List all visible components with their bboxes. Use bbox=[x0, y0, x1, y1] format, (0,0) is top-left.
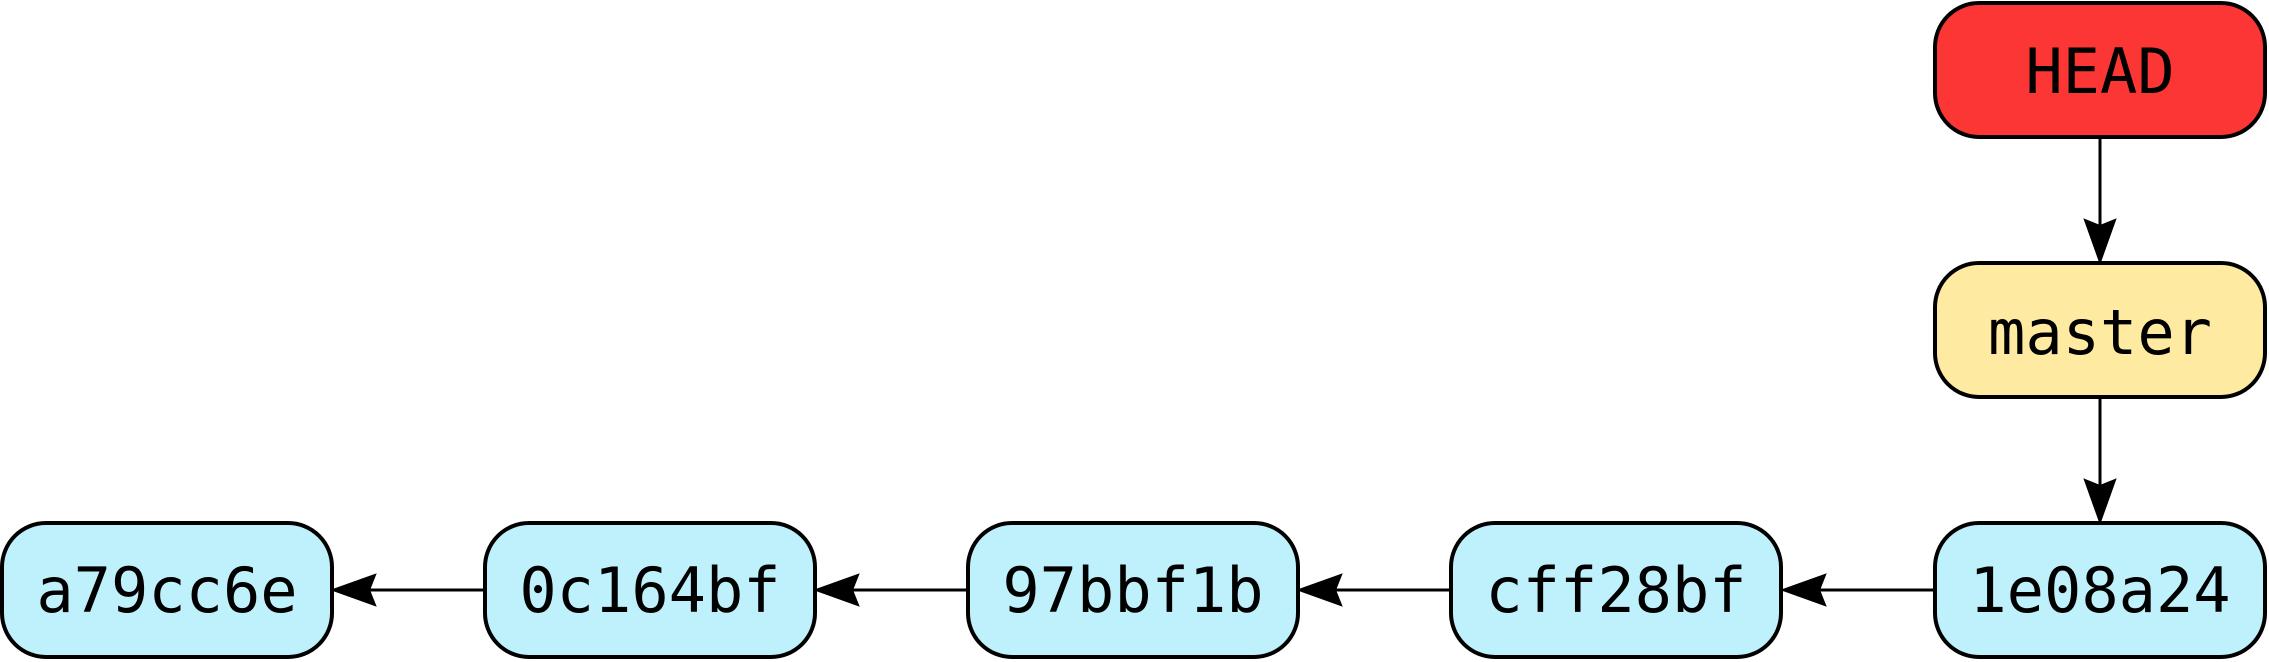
arrow-head bbox=[2083, 218, 2117, 265]
head-box bbox=[1933, 1, 2267, 139]
commit-node: cff28bf bbox=[1449, 521, 1783, 659]
edge-cff28bf-to-97bbf1b bbox=[1296, 573, 1451, 607]
commit-node: 0c164bf bbox=[483, 521, 817, 659]
arrow-head bbox=[1780, 573, 1827, 607]
branch-node-master: master bbox=[1933, 261, 2267, 399]
head-node: HEAD bbox=[1933, 1, 2267, 139]
arrow-head bbox=[1296, 573, 1343, 607]
commit-box bbox=[0, 521, 334, 659]
commit-label: cff28bf bbox=[1485, 554, 1746, 627]
commit-box bbox=[1933, 521, 2267, 659]
commit-box bbox=[1449, 521, 1783, 659]
commit-label: 0c164bf bbox=[519, 554, 780, 627]
commit-label: 97bbf1b bbox=[1002, 554, 1263, 627]
commit-label: a79cc6e bbox=[36, 554, 297, 627]
edge-97bbf1b-to-0c164bf bbox=[813, 573, 968, 607]
branch-box bbox=[1933, 261, 2267, 399]
commit-box bbox=[966, 521, 1300, 659]
arrow-head bbox=[2083, 478, 2117, 525]
branch-label: master bbox=[1988, 296, 2212, 369]
edge-head-to-master bbox=[2083, 136, 2117, 265]
head-label: HEAD bbox=[2025, 35, 2174, 108]
edge-1e08a24-to-cff28bf bbox=[1780, 573, 1935, 607]
commit-node: 1e08a24 bbox=[1933, 521, 2267, 659]
arrow-head bbox=[330, 573, 377, 607]
commit-node: a79cc6e bbox=[0, 521, 334, 659]
edge-master-to-1e08a24 bbox=[2083, 396, 2117, 525]
commit-box bbox=[483, 521, 817, 659]
arrow-head bbox=[813, 573, 860, 607]
edge-0c164bf-to-a79cc6e bbox=[330, 573, 485, 607]
commit-label: 1e08a24 bbox=[1969, 554, 2230, 627]
commit-node: 97bbf1b bbox=[966, 521, 1300, 659]
